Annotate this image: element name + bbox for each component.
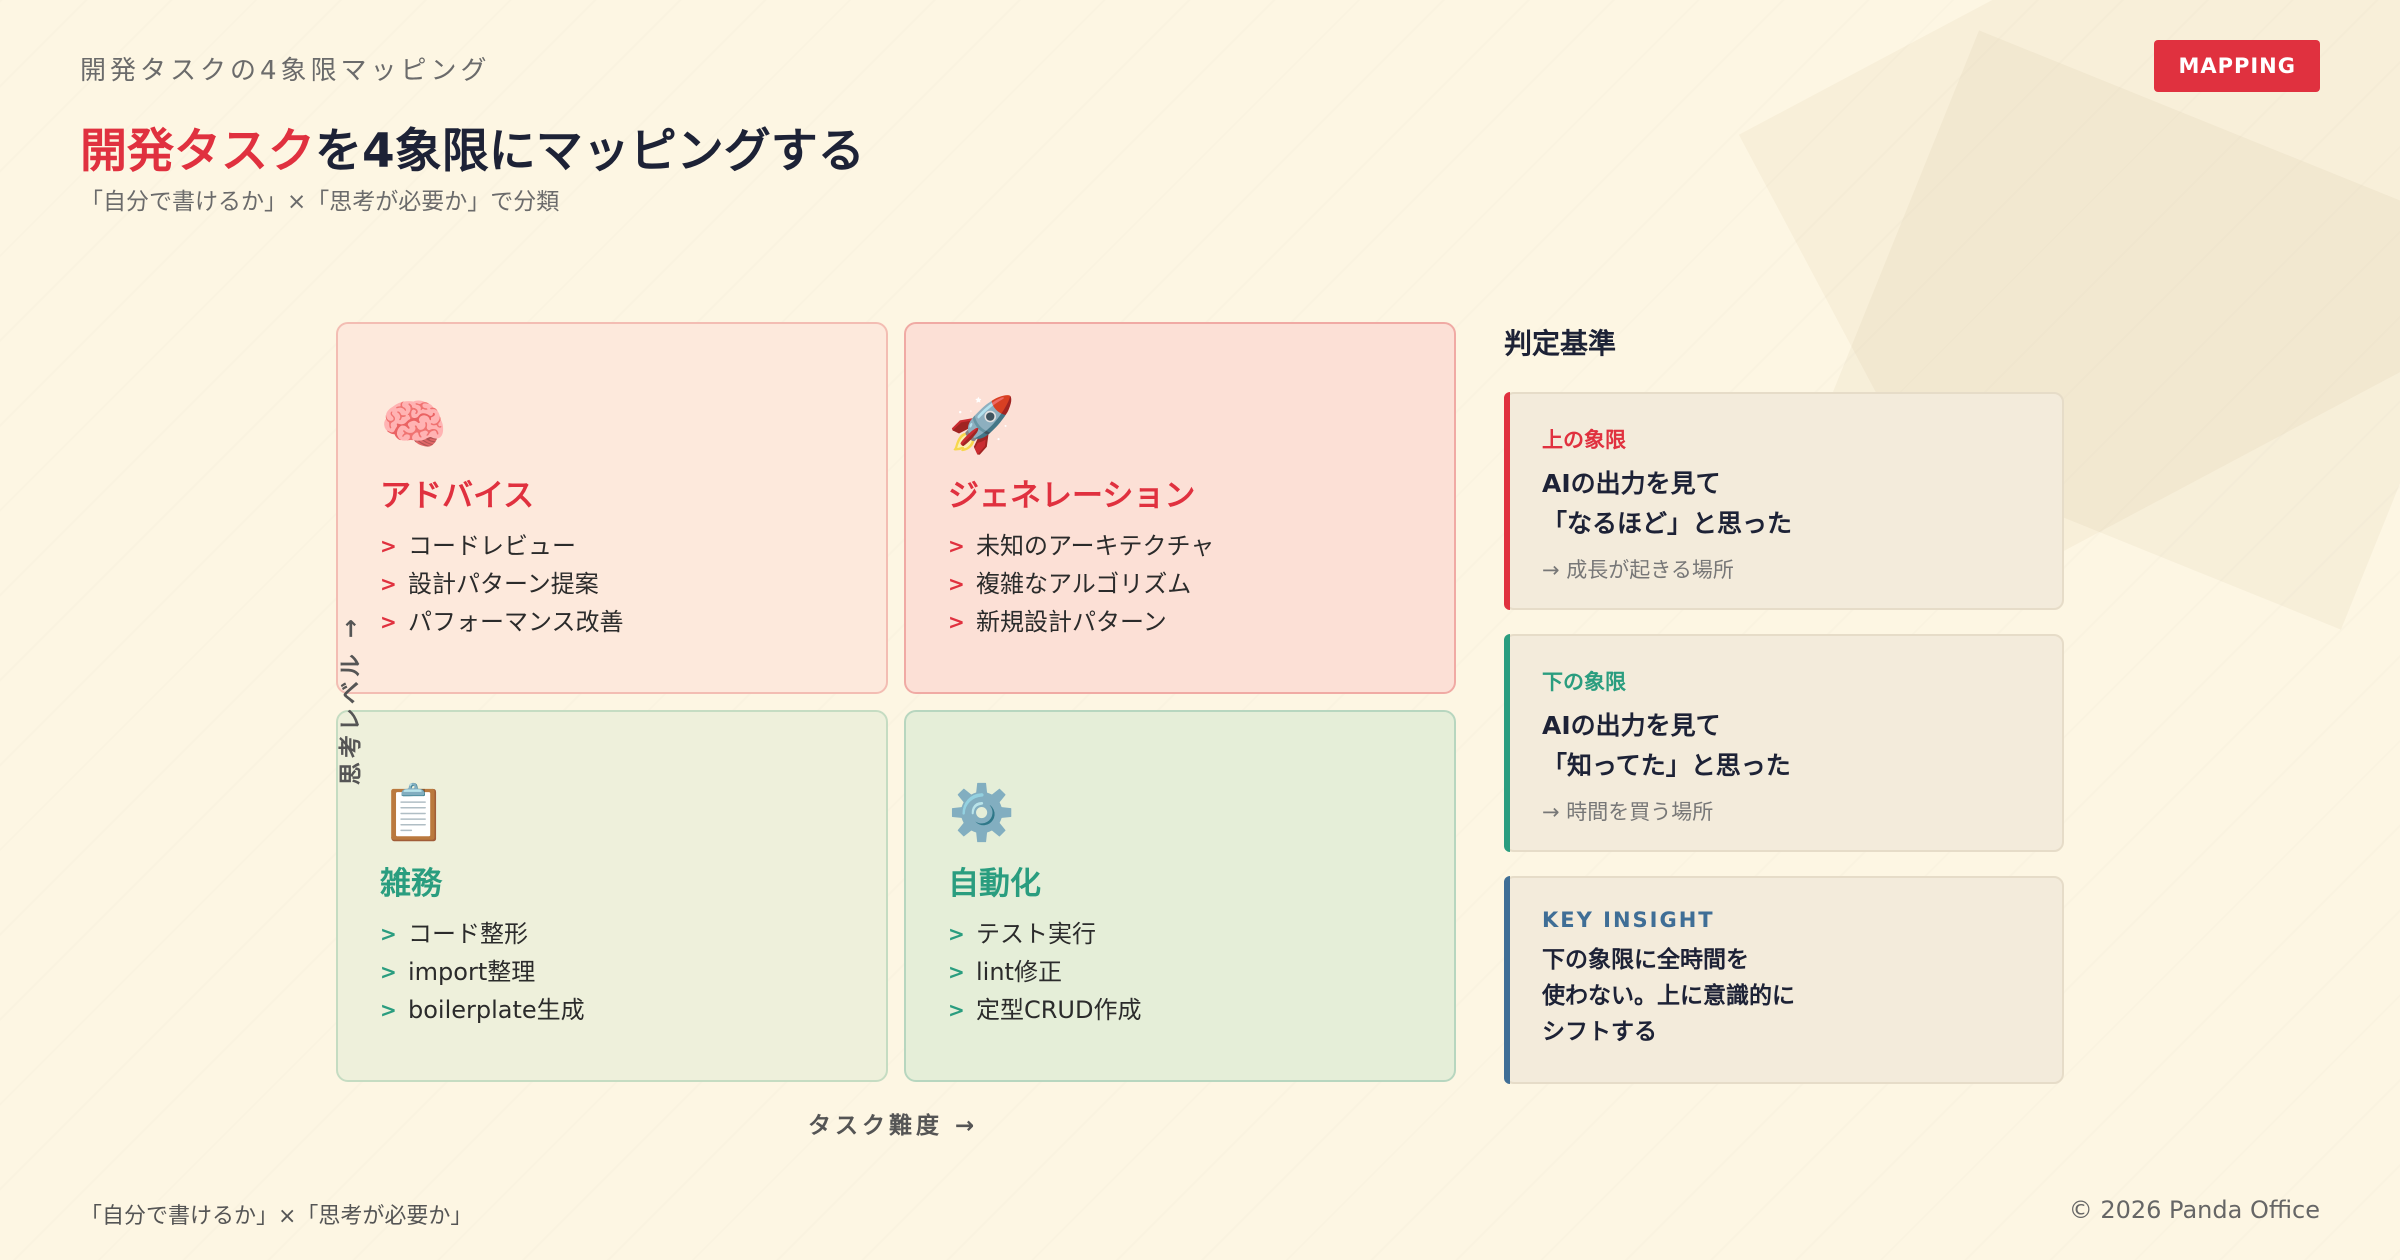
list-item: > 複雑なアルゴリズム xyxy=(948,565,1412,603)
list-item: > lint修正 xyxy=(948,953,1412,991)
list-item: > 未知のアーキテクチャ xyxy=(948,527,1412,565)
chevron-icon: > xyxy=(948,998,965,1022)
chevron-icon: > xyxy=(948,572,965,596)
y-axis-label: 思考レベル → xyxy=(338,614,364,786)
card-note: → 成長が起きる場所 xyxy=(1542,558,1734,582)
list-item: > テスト実行 xyxy=(948,915,1412,953)
list-item: > コード整形 xyxy=(380,915,844,953)
page-title: 開発タスクを4象限にマッピングする xyxy=(80,112,865,181)
chevron-icon: > xyxy=(380,534,397,558)
card-label: 下の象限 xyxy=(1542,670,1626,694)
quadrant-list: > コードレビュー > 設計パターン提案 > パフォーマンス改善 xyxy=(380,527,844,641)
card-text: AIの出力を見て 「なるほど」と思った xyxy=(1542,469,1793,538)
quadrant-title: 自動化 xyxy=(948,866,1041,902)
quadrant-generation: 🚀 ジェネレーション > 未知のアーキテクチャ > 複雑なアルゴリズム > 新規設計パ… xyxy=(904,322,1456,694)
card-note: → 時間を買う場所 xyxy=(1542,800,1714,824)
gear-icon: ⚙️ xyxy=(948,781,1016,844)
eyebrow-label: 開発タスクの4象限マッピング xyxy=(80,56,491,86)
card-text: 下の象限に全時間を 使わない。上に意識的に シフトする xyxy=(1542,947,1795,1045)
card-label: KEY INSIGHT xyxy=(1542,908,1715,932)
chevron-icon: > xyxy=(948,960,965,984)
quadrant-automation: ⚙️ 自動化 > テスト実行 > lint修正 > 定型CRUD作成 xyxy=(904,710,1456,1082)
title-accent: 開発タスク xyxy=(80,124,315,179)
quadrant-title: アドバイス xyxy=(380,478,535,514)
list-item-text: 新規設計パターン xyxy=(976,608,1167,636)
list-item: > 設計パターン提案 xyxy=(380,565,844,603)
criteria-card-lower: 下の象限 AIの出力を見て 「知ってた」と思った → 時間を買う場所 xyxy=(1504,634,2064,852)
criteria-card-upper: 上の象限 AIの出力を見て 「なるほど」と思った → 成長が起きる場所 xyxy=(1504,392,2064,610)
chevron-icon: > xyxy=(380,922,397,946)
quadrant-list: > 未知のアーキテクチャ > 複雑なアルゴリズム > 新規設計パターン xyxy=(948,527,1412,641)
clipboard-icon: 📋 xyxy=(380,781,448,844)
title-rest: を4象限にマッピングする xyxy=(315,124,865,179)
criteria-heading: 判定基準 xyxy=(1504,327,1617,360)
footer-copyright: © 2026 Panda Office xyxy=(2068,1196,2320,1224)
list-item-text: import整理 xyxy=(408,958,536,986)
list-item-text: コードレビュー xyxy=(408,532,576,560)
list-item: > 定型CRUD作成 xyxy=(948,991,1412,1029)
brain-icon: 🧠 xyxy=(380,393,448,456)
list-item: > import整理 xyxy=(380,953,844,991)
list-item: > boilerplate生成 xyxy=(380,991,844,1029)
chevron-icon: > xyxy=(948,610,965,634)
chevron-icon: > xyxy=(948,534,965,558)
quadrant-title: 雑務 xyxy=(380,866,442,902)
list-item-text: 複雑なアルゴリズム xyxy=(976,570,1192,598)
list-item-text: 未知のアーキテクチャ xyxy=(976,532,1215,560)
chevron-icon: > xyxy=(948,922,965,946)
quadrant-advice: 🧠 アドバイス > コードレビュー > 設計パターン提案 > パフォーマンス改善 xyxy=(336,322,888,694)
page-subtitle: 「自分で書けるか」×「思考が必要か」で分類 xyxy=(80,189,560,215)
quadrant-list: > テスト実行 > lint修正 > 定型CRUD作成 xyxy=(948,915,1412,1029)
quadrant-title: ジェネレーション xyxy=(948,478,1196,514)
chevron-icon: > xyxy=(380,998,397,1022)
card-text: AIの出力を見て 「知ってた」と思った xyxy=(1542,711,1791,780)
quadrant-grid: 🧠 アドバイス > コードレビュー > 設計パターン提案 > パフォーマンス改善 🚀 … xyxy=(336,322,1456,1082)
footer-caption: 「自分で書けるか」×「思考が必要か」 xyxy=(80,1204,473,1229)
chevron-icon: > xyxy=(380,572,397,596)
card-label: 上の象限 xyxy=(1542,428,1626,452)
list-item-text: テスト実行 xyxy=(976,920,1096,948)
mapping-badge: MAPPING xyxy=(2154,40,2320,92)
chevron-icon: > xyxy=(380,960,397,984)
chevron-icon: > xyxy=(380,610,397,634)
list-item: > 新規設計パターン xyxy=(948,603,1412,641)
list-item-text: boilerplate生成 xyxy=(408,996,585,1024)
quadrant-list: > コード整形 > import整理 > boilerplate生成 xyxy=(380,915,844,1029)
key-insight-card: KEY INSIGHT 下の象限に全時間を 使わない。上に意識的に シフトする xyxy=(1504,876,2064,1084)
list-item: > パフォーマンス改善 xyxy=(380,603,844,641)
quadrant-chores: 📋 雑務 > コード整形 > import整理 > boilerplate生成 xyxy=(336,710,888,1082)
list-item-text: lint修正 xyxy=(976,958,1062,986)
list-item-text: 定型CRUD作成 xyxy=(976,996,1142,1024)
list-item: > コードレビュー xyxy=(380,527,844,565)
rocket-icon: 🚀 xyxy=(948,393,1016,456)
list-item-text: コード整形 xyxy=(408,920,528,948)
x-axis-label: タスク難度 → xyxy=(808,1113,979,1139)
list-item-text: 設計パターン提案 xyxy=(408,570,599,598)
list-item-text: パフォーマンス改善 xyxy=(408,608,624,636)
